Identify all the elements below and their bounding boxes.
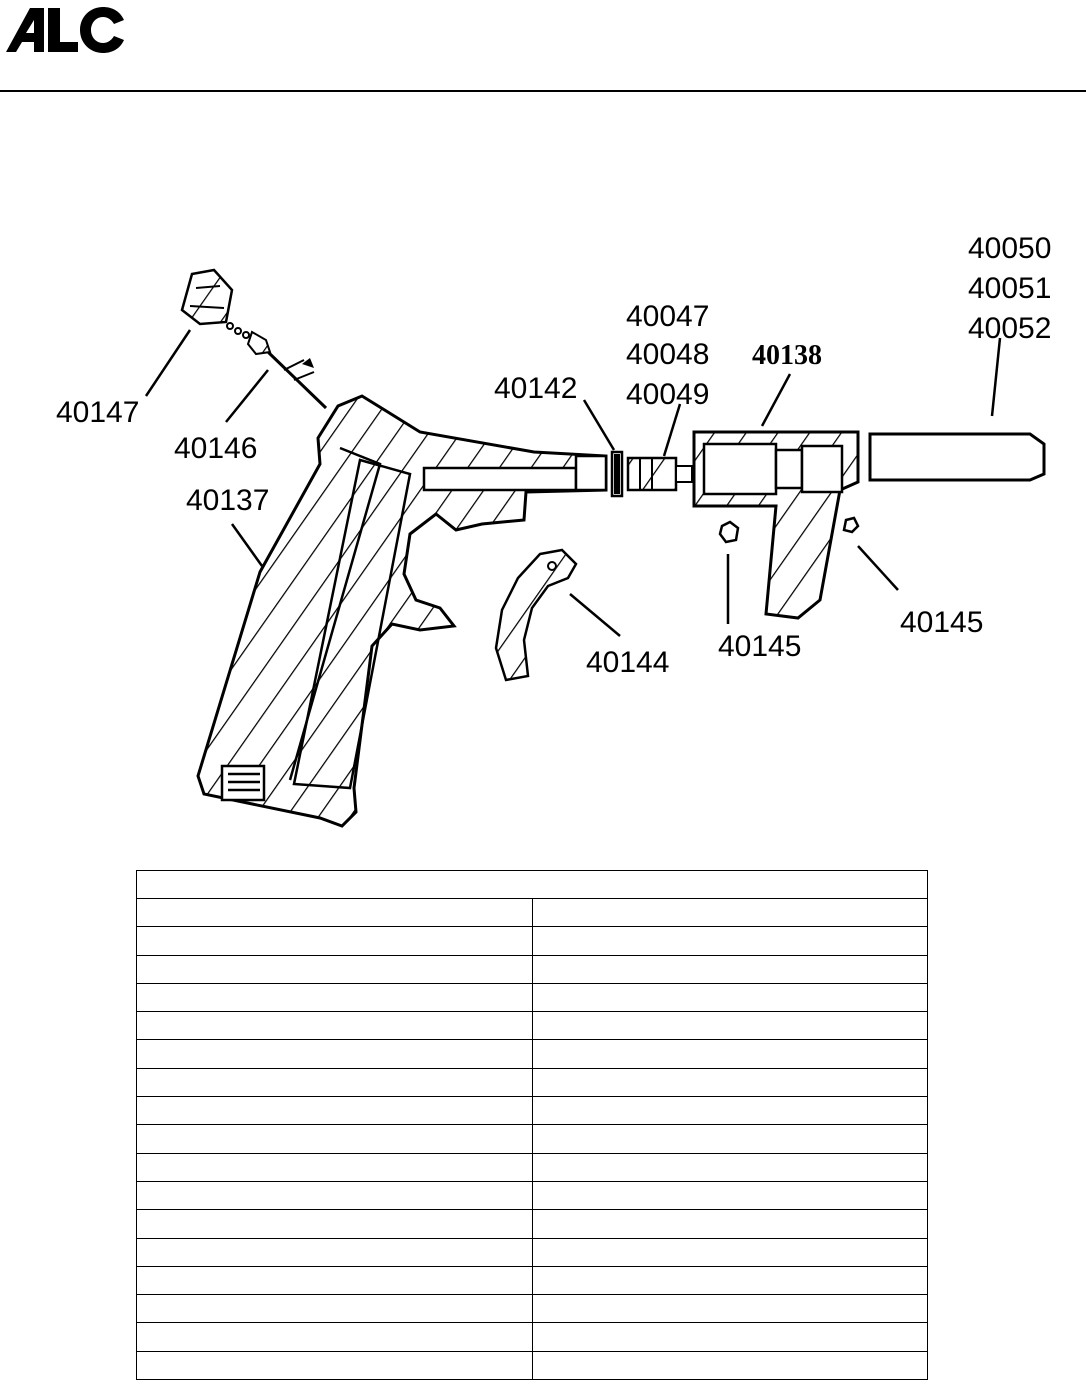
part-number-cell (136, 897, 533, 928)
description-cell (531, 1294, 928, 1324)
description-cell (531, 982, 928, 1013)
callout-40144: 40144 (586, 646, 669, 679)
table-row (136, 1067, 928, 1098)
callout-40050: 40050 (968, 232, 1051, 265)
table-row (136, 1180, 928, 1211)
part-number-cell (136, 1152, 533, 1182)
parts-table (136, 870, 928, 1381)
part-40142-washer (610, 450, 624, 498)
header-rule (0, 90, 1086, 92)
part-number-cell (136, 1067, 533, 1098)
part-number-cell (136, 1209, 533, 1239)
part-number-cell (136, 1350, 533, 1381)
description-cell (531, 1096, 928, 1126)
leader-lines (144, 329, 1002, 637)
table-row (136, 1124, 928, 1154)
callout-40047: 40047 (626, 300, 709, 333)
part-40147-cap (180, 268, 234, 326)
description-cell (531, 1350, 928, 1381)
callout-40142: 40142 (494, 372, 577, 405)
table-row (136, 926, 928, 956)
part-40146-valve-stem (226, 322, 328, 410)
callout-40048: 40048 (626, 338, 709, 371)
description-cell (531, 954, 928, 984)
callout-40147: 40147 (56, 396, 139, 429)
part-40144-trigger (494, 548, 578, 682)
table-row (136, 1350, 928, 1381)
part-40145-o-ring (718, 516, 860, 544)
description-cell (531, 1067, 928, 1098)
part-number-cell (136, 1294, 533, 1324)
description-cell (531, 1209, 928, 1239)
table-header-row (136, 870, 928, 899)
part-number-cell (136, 1096, 533, 1126)
callout-40049: 40049 (626, 378, 709, 411)
callout-40138: 40138 (752, 340, 822, 371)
part-40138-adapter (692, 430, 860, 620)
callout-40052: 40052 (968, 312, 1051, 345)
part-number-cell (136, 1011, 533, 1041)
table-row (136, 1237, 928, 1267)
part-number-cell (136, 982, 533, 1013)
part-number-cell (136, 1265, 533, 1296)
table-row (136, 897, 928, 928)
description-cell (531, 926, 928, 956)
part-number-cell (136, 954, 533, 984)
description-cell (531, 1265, 928, 1296)
description-cell (531, 1180, 928, 1211)
part-number-cell (136, 1039, 533, 1069)
table-row (136, 1152, 928, 1182)
description-cell (531, 897, 928, 928)
table-row (136, 1039, 928, 1069)
callout-40145-right: 40145 (900, 606, 983, 639)
callout-40146: 40146 (174, 432, 257, 465)
part-40137-pistol-body (196, 394, 608, 828)
callout-40051: 40051 (968, 272, 1051, 305)
part-number-cell (136, 1180, 533, 1211)
table-row (136, 1096, 928, 1126)
table-row (136, 1322, 928, 1352)
table-header-cell (136, 870, 928, 899)
table-row (136, 1265, 928, 1296)
part-number-cell (136, 1322, 533, 1352)
description-cell (531, 1322, 928, 1352)
callout-40137: 40137 (186, 484, 269, 517)
description-cell (531, 1011, 928, 1041)
exploded-parts-diagram: 40147 40146 40137 40142 40047 40048 4004… (56, 232, 1051, 828)
table-row (136, 1011, 928, 1041)
description-cell (531, 1039, 928, 1069)
table-row (136, 1294, 928, 1324)
table-row (136, 982, 928, 1013)
description-cell (531, 1124, 928, 1154)
part-40047-fitting (626, 456, 693, 492)
part-number-cell (136, 926, 533, 956)
alc-logo (6, 7, 124, 53)
callout-40145-left: 40145 (718, 630, 801, 663)
description-cell (531, 1152, 928, 1182)
part-40050-nozzle (868, 432, 1046, 482)
table-row (136, 954, 928, 984)
part-number-cell (136, 1124, 533, 1154)
description-cell (531, 1237, 928, 1267)
table-row (136, 1209, 928, 1239)
part-number-cell (136, 1237, 533, 1267)
